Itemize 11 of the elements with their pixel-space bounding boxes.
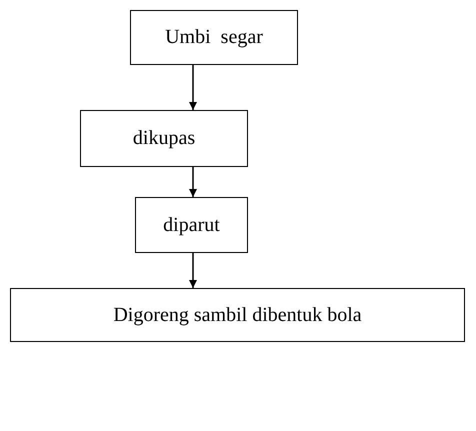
step-text: dikupas — [132, 127, 196, 150]
step-text: Digoreng sambil dibentuk bola — [113, 304, 362, 326]
arrow — [189, 167, 197, 197]
step-text: diparut — [163, 214, 220, 236]
arrow — [189, 65, 197, 110]
step-text: Umbi segar — [165, 26, 263, 49]
process-box — [135, 197, 248, 253]
process-box — [80, 110, 248, 167]
process-box — [130, 10, 298, 65]
process-box — [10, 288, 465, 342]
arrow — [189, 253, 197, 288]
